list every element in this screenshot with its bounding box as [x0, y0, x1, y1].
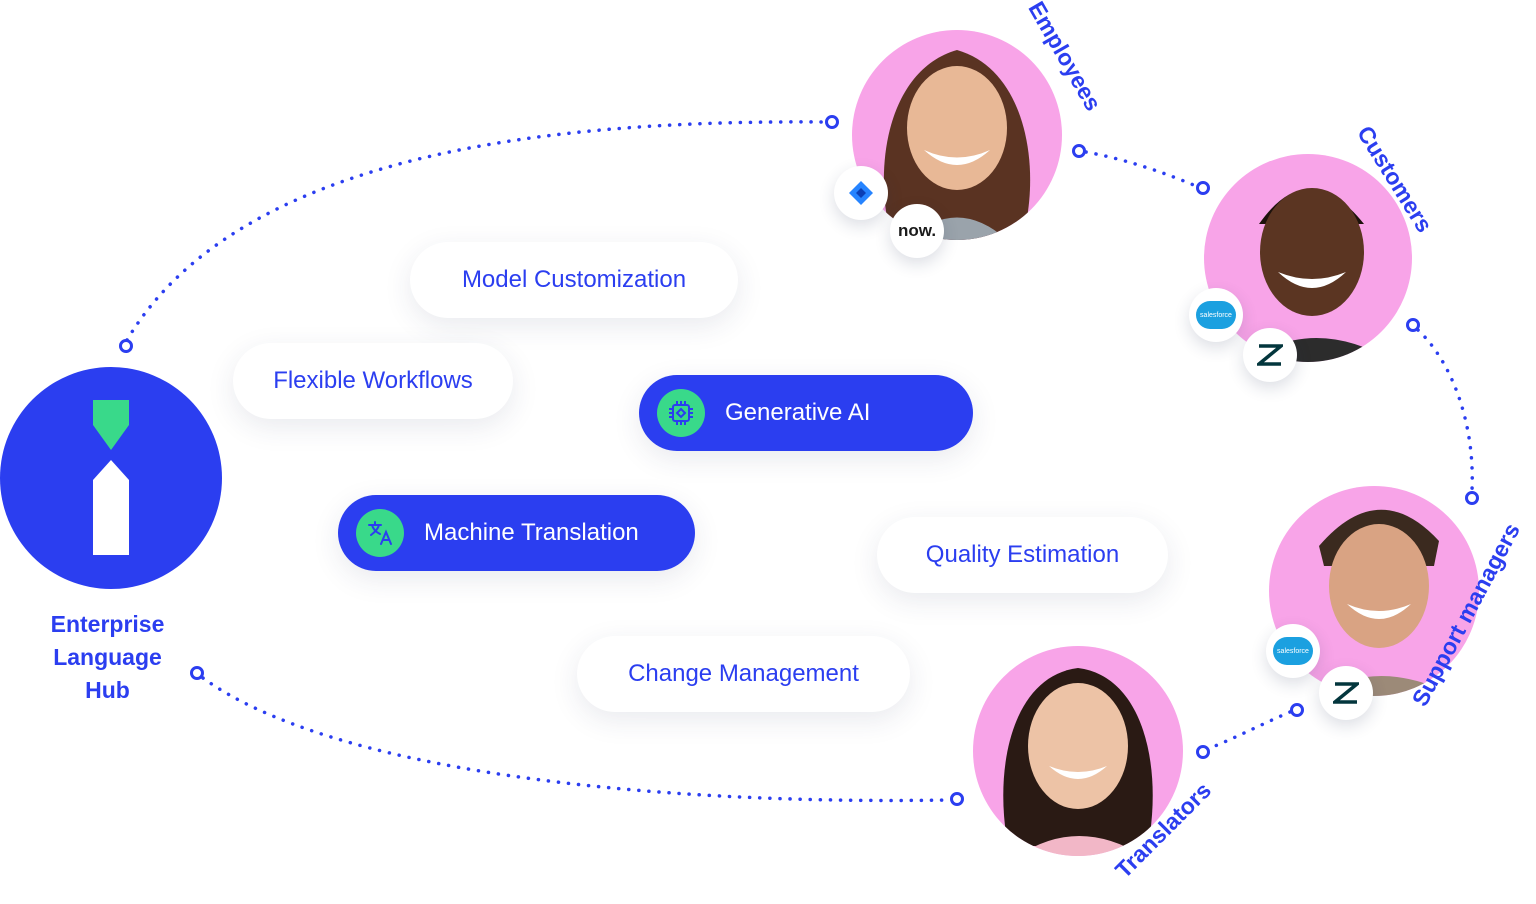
persona-translators: Translators	[960, 640, 1240, 904]
connector-hub-translators	[201, 676, 952, 803]
support-manager-photo	[1269, 486, 1479, 696]
capability-label: Generative AI	[725, 399, 871, 426]
capability-model-customization: Model Customization	[410, 242, 738, 318]
capability-label: Flexible Workflows	[273, 367, 473, 394]
servicenow-icon: now.	[890, 204, 944, 258]
capability-label: Change Management	[628, 660, 859, 687]
hub-title-line: Hub	[85, 677, 130, 703]
capability-generative-ai: Generative AI	[639, 375, 973, 451]
jira-icon	[834, 166, 888, 220]
persona-support-managers: salesforce Support managers	[1255, 440, 1536, 740]
capability-change-management: Change Management	[577, 636, 910, 712]
node-ring	[950, 792, 964, 806]
capability-label: Model Customization	[461, 266, 687, 293]
node-ring	[119, 339, 133, 353]
node-ring	[190, 666, 204, 680]
node-ring	[1196, 745, 1210, 759]
capability-label: Quality Estimation	[925, 541, 1120, 568]
salesforce-wordmark: salesforce	[1196, 301, 1236, 329]
hub-logo-mark	[93, 400, 129, 555]
salesforce-icon: salesforce	[1189, 288, 1243, 342]
capability-quality-estimation: Quality Estimation	[877, 517, 1168, 593]
salesforce-icon: salesforce	[1266, 624, 1320, 678]
node-ring	[1072, 144, 1086, 158]
connector-support-translators	[1208, 710, 1292, 750]
persona-employees: now. Employees	[830, 0, 1110, 270]
capability-flexible-workflows: Flexible Workflows	[233, 343, 513, 419]
node-ring	[1290, 703, 1304, 717]
capability-machine-translation: Machine Translation	[338, 495, 695, 571]
node-ring	[1465, 491, 1479, 505]
salesforce-wordmark: salesforce	[1273, 637, 1313, 665]
capability-label: Machine Translation	[424, 519, 639, 546]
node-ring	[1406, 318, 1420, 332]
zendesk-icon	[1319, 666, 1373, 720]
hub-title-line: Enterprise	[50, 611, 165, 637]
hub-logo	[0, 367, 222, 589]
node-ring	[825, 115, 839, 129]
translator-photo	[973, 646, 1183, 856]
node-ring	[1196, 181, 1210, 195]
employee-photo	[852, 30, 1062, 240]
connector-hub-employees	[125, 120, 824, 342]
hub-title-line: Language	[53, 644, 162, 670]
servicenow-wordmark: now.	[897, 221, 937, 240]
hub-title: Enterprise Language Hub	[20, 608, 195, 707]
persona-customers: salesforce Customers	[1180, 110, 1470, 390]
translate-icon	[356, 509, 404, 557]
chip-icon	[657, 389, 705, 437]
zendesk-icon	[1243, 328, 1297, 382]
